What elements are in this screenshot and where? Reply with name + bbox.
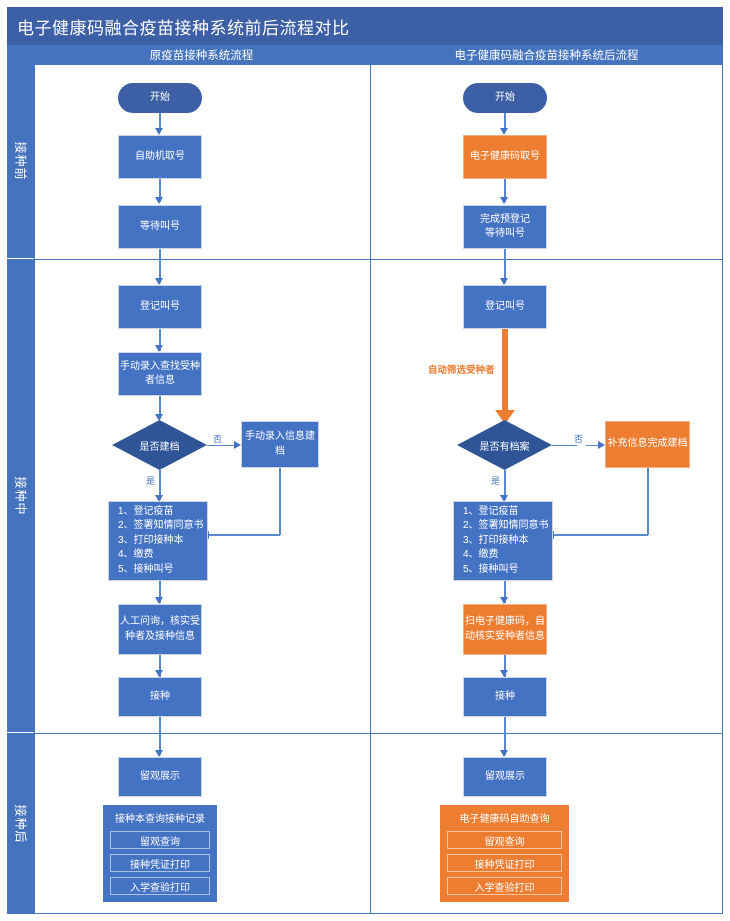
left-conn-4: [159, 329, 161, 351]
stage-divider-1: [7, 259, 723, 260]
left-arrow-8: [155, 750, 164, 757]
right-conn-no-b: [586, 444, 600, 447]
left-node-wait-call: 等待叫号: [118, 205, 202, 249]
left-query-group: 接种本查询接种记录 留观查询 接种凭证打印 入学查验打印: [103, 805, 217, 902]
stage-divider-2: [7, 733, 723, 734]
left-conn-no-b: [225, 444, 236, 447]
left-conn-6: [159, 581, 161, 603]
left-node-manual-lookup: 手动录入查找受种者信息: [118, 352, 202, 396]
right-arrow-7: [500, 670, 509, 677]
right-conn-8: [504, 717, 506, 755]
stage-rail-mid: 接种中: [7, 260, 34, 732]
right-node-register-call: 登记叫号: [463, 285, 547, 329]
right-edge-label-auto-filter: 自动筛选受种者: [428, 365, 495, 376]
left-conn-7: [159, 655, 161, 677]
column-header-band: [7, 45, 723, 64]
stage-rail-pre: 接种前: [7, 64, 34, 258]
right-edge-label-yes: 是: [491, 476, 501, 486]
left-arrow-3: [155, 278, 164, 285]
right-arrow-no: [598, 441, 605, 449]
left-arrow-6: [155, 597, 164, 604]
right-conn-return-v: [647, 468, 649, 535]
right-query-group-title: 电子健康码自助查询: [459, 814, 550, 825]
right-conn-7: [504, 655, 506, 677]
left-arrow-4: [155, 345, 164, 352]
right-query-item-observation[interactable]: 留观查询: [447, 831, 562, 849]
left-query-item-observation[interactable]: 留观查询: [110, 831, 210, 849]
right-node-steps-list: 1、登记疫苗 2、签署知情同意书 3、打印接种本 4、缴费 5、接种叫号: [453, 501, 553, 581]
left-start-node: 开始: [118, 83, 202, 113]
right-conn-yes: [504, 470, 506, 500]
right-node-observe: 留观展示: [463, 757, 547, 797]
left-node-manual-archive: 手动录入信息建档: [241, 421, 319, 468]
left-conn-yes: [159, 470, 161, 500]
left-arrow-5: [155, 414, 164, 421]
column-header-left: 原疫苗接种系统流程: [149, 49, 254, 62]
left-conn-return-v: [279, 468, 281, 535]
left-conn-5: [159, 396, 161, 419]
page-title-text: 电子健康码融合疫苗接种系统前后流程对比: [17, 18, 350, 38]
right-conn-2: [504, 179, 506, 202]
left-conn-1: [159, 113, 161, 131]
left-conn-return-h: [209, 534, 280, 536]
right-conn-3: [504, 249, 506, 283]
right-node-vaccinate: 接种: [463, 677, 547, 717]
left-node-register-call: 登记叫号: [118, 285, 202, 329]
right-arrow-1: [500, 128, 509, 135]
right-edge-label-no: 否: [574, 434, 584, 444]
left-conn-no: [207, 444, 232, 447]
right-query-item-school-check-print[interactable]: 入学查验打印: [447, 877, 562, 895]
right-conn-6: [504, 581, 506, 603]
left-arrow-yes: [155, 495, 164, 502]
right-arrow-6: [500, 597, 509, 604]
left-decision-archive: 是否建档: [112, 420, 207, 470]
right-node-pre-register: 完成预登记 等待叫号: [463, 205, 547, 249]
left-node-take-number: 自助机取号: [118, 135, 202, 179]
left-arrow-7: [155, 670, 164, 677]
left-arrow-2: [155, 197, 164, 204]
right-conn-auto-filter: [502, 329, 508, 417]
right-query-item-certificate-print[interactable]: 接种凭证打印: [447, 854, 562, 872]
left-decision-label: 是否建档: [139, 441, 180, 453]
right-start-node: 开始: [463, 83, 547, 113]
left-edge-label-yes: 是: [146, 476, 156, 486]
stage-rail-post-label: 接种后: [13, 804, 27, 844]
right-decision-archive: 是否有档案: [457, 420, 552, 470]
left-arrow-1: [155, 128, 164, 135]
right-arrow-8: [500, 750, 509, 757]
column-header-right: 电子健康码融合疫苗接种系统后流程: [454, 49, 639, 62]
stage-rail-post: 接种后: [7, 734, 34, 914]
right-arrow-yes: [500, 495, 509, 502]
left-arrow-no: [234, 441, 241, 449]
right-query-group: 电子健康码自助查询 留观查询 接种凭证打印 入学查验打印: [440, 805, 569, 902]
right-arrow-3: [500, 278, 509, 285]
left-node-manual-verify: 人工问询，核实受种者及接种信息: [118, 604, 202, 655]
page-title: 电子健康码融合疫苗接种系统前后流程对比: [7, 7, 723, 45]
left-edge-label-no: 否: [213, 434, 223, 444]
right-conn-1: [504, 113, 506, 131]
right-node-supplement-archive: 补充信息完成建档: [605, 421, 690, 468]
right-conn-return-h: [554, 534, 648, 536]
left-query-item-school-check-print[interactable]: 入学查验打印: [110, 877, 210, 895]
left-query-group-title: 接种本查询接种记录: [115, 814, 205, 825]
left-node-observe: 留观展示: [118, 757, 202, 797]
left-conn-8: [159, 717, 161, 755]
left-query-item-certificate-print[interactable]: 接种凭证打印: [110, 854, 210, 872]
stage-rail-mid-label: 接种中: [13, 476, 27, 516]
right-conn-no: [552, 444, 577, 447]
right-arrow-2: [500, 197, 509, 204]
right-decision-label: 是否有档案: [479, 441, 530, 453]
right-node-take-number: 电子健康码取号: [463, 135, 547, 179]
left-node-steps-list: 1、登记疫苗 2、签署知情同意书 3、打印接种本 4、缴费 5、接种叫号: [108, 501, 208, 581]
stage-rail-pre-label: 接种前: [13, 141, 27, 181]
left-conn-2: [159, 179, 161, 202]
left-node-vaccinate: 接种: [118, 677, 202, 717]
right-arrow-auto-filter: [495, 410, 515, 424]
right-node-scan-verify: 扫电子健康码，自动核实受种者信息: [463, 604, 547, 655]
column-divider: [370, 64, 371, 914]
left-conn-3: [159, 249, 161, 283]
